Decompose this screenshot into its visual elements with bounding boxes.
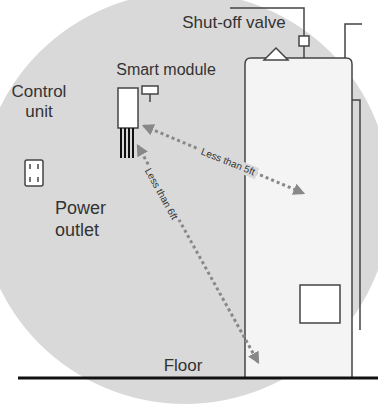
label-holder: Power outlet (55, 198, 127, 241)
part-label: Power outlet (55, 198, 127, 241)
control-unit-box (118, 88, 138, 128)
label-holder: Control unit (2, 82, 76, 123)
label-holder: Shut-off valve (172, 13, 296, 33)
water-heater (245, 58, 352, 378)
dimension-label: Less than 6ft (140, 163, 181, 224)
vent-cap (264, 48, 288, 60)
relief-pipe (352, 100, 360, 330)
part-label: Floor (150, 356, 216, 376)
label-holder: Less than 6ft (140, 163, 181, 224)
part-label: Smart module (112, 60, 220, 79)
dimension-line (144, 126, 303, 193)
part-label: Shut-off valve (172, 13, 296, 33)
dimension-label: Less than 5ft (196, 145, 259, 180)
label-holder: Floor (150, 356, 216, 376)
smart-module-symbol (142, 86, 158, 102)
outlet-symbol (25, 160, 43, 186)
label-holder: Less than 5ft (196, 145, 259, 180)
hot-pipe (345, 24, 362, 58)
floor-line (18, 377, 378, 380)
label-holder: Smart module (112, 60, 220, 79)
shutoff-valve-symbol (299, 36, 309, 46)
part-label: Control unit (2, 82, 76, 123)
dimension-line (138, 146, 258, 362)
outlet-slots (30, 164, 38, 182)
control-wires (121, 128, 133, 158)
access-panel (300, 285, 340, 323)
